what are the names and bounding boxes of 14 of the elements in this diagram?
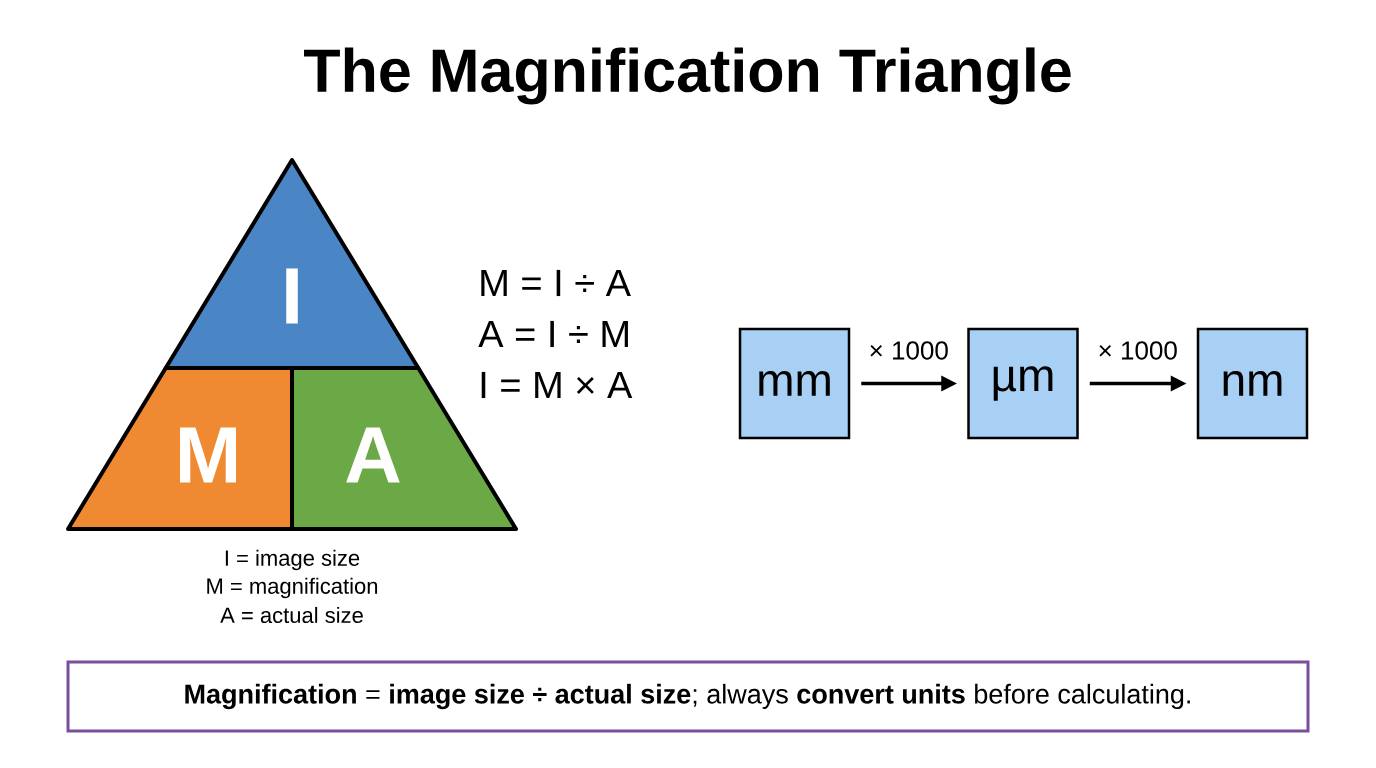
- summary-box: Magnification = image size ÷ actual size; always convert units before calculating.: [66, 660, 1310, 733]
- triangle-section: M: [66, 366, 294, 531]
- formula-text: A = I ÷ M: [478, 320, 628, 348]
- key-text: M = magnification: [207, 577, 378, 599]
- formula-text: M = I ÷ A: [481, 269, 631, 297]
- key-text: A = actual size: [220, 606, 363, 624]
- triangle-section: I: [163, 158, 421, 370]
- unit-box: mm: [738, 327, 851, 440]
- unit-box: µm: [967, 327, 1079, 440]
- unit-box: nm: [1196, 327, 1309, 440]
- edge-label: × 1000: [866, 339, 951, 362]
- key-text: I = image size: [225, 549, 360, 571]
- title: The Magnification Triangle: [304, 47, 1071, 105]
- edge-label: × 1000: [1095, 339, 1180, 362]
